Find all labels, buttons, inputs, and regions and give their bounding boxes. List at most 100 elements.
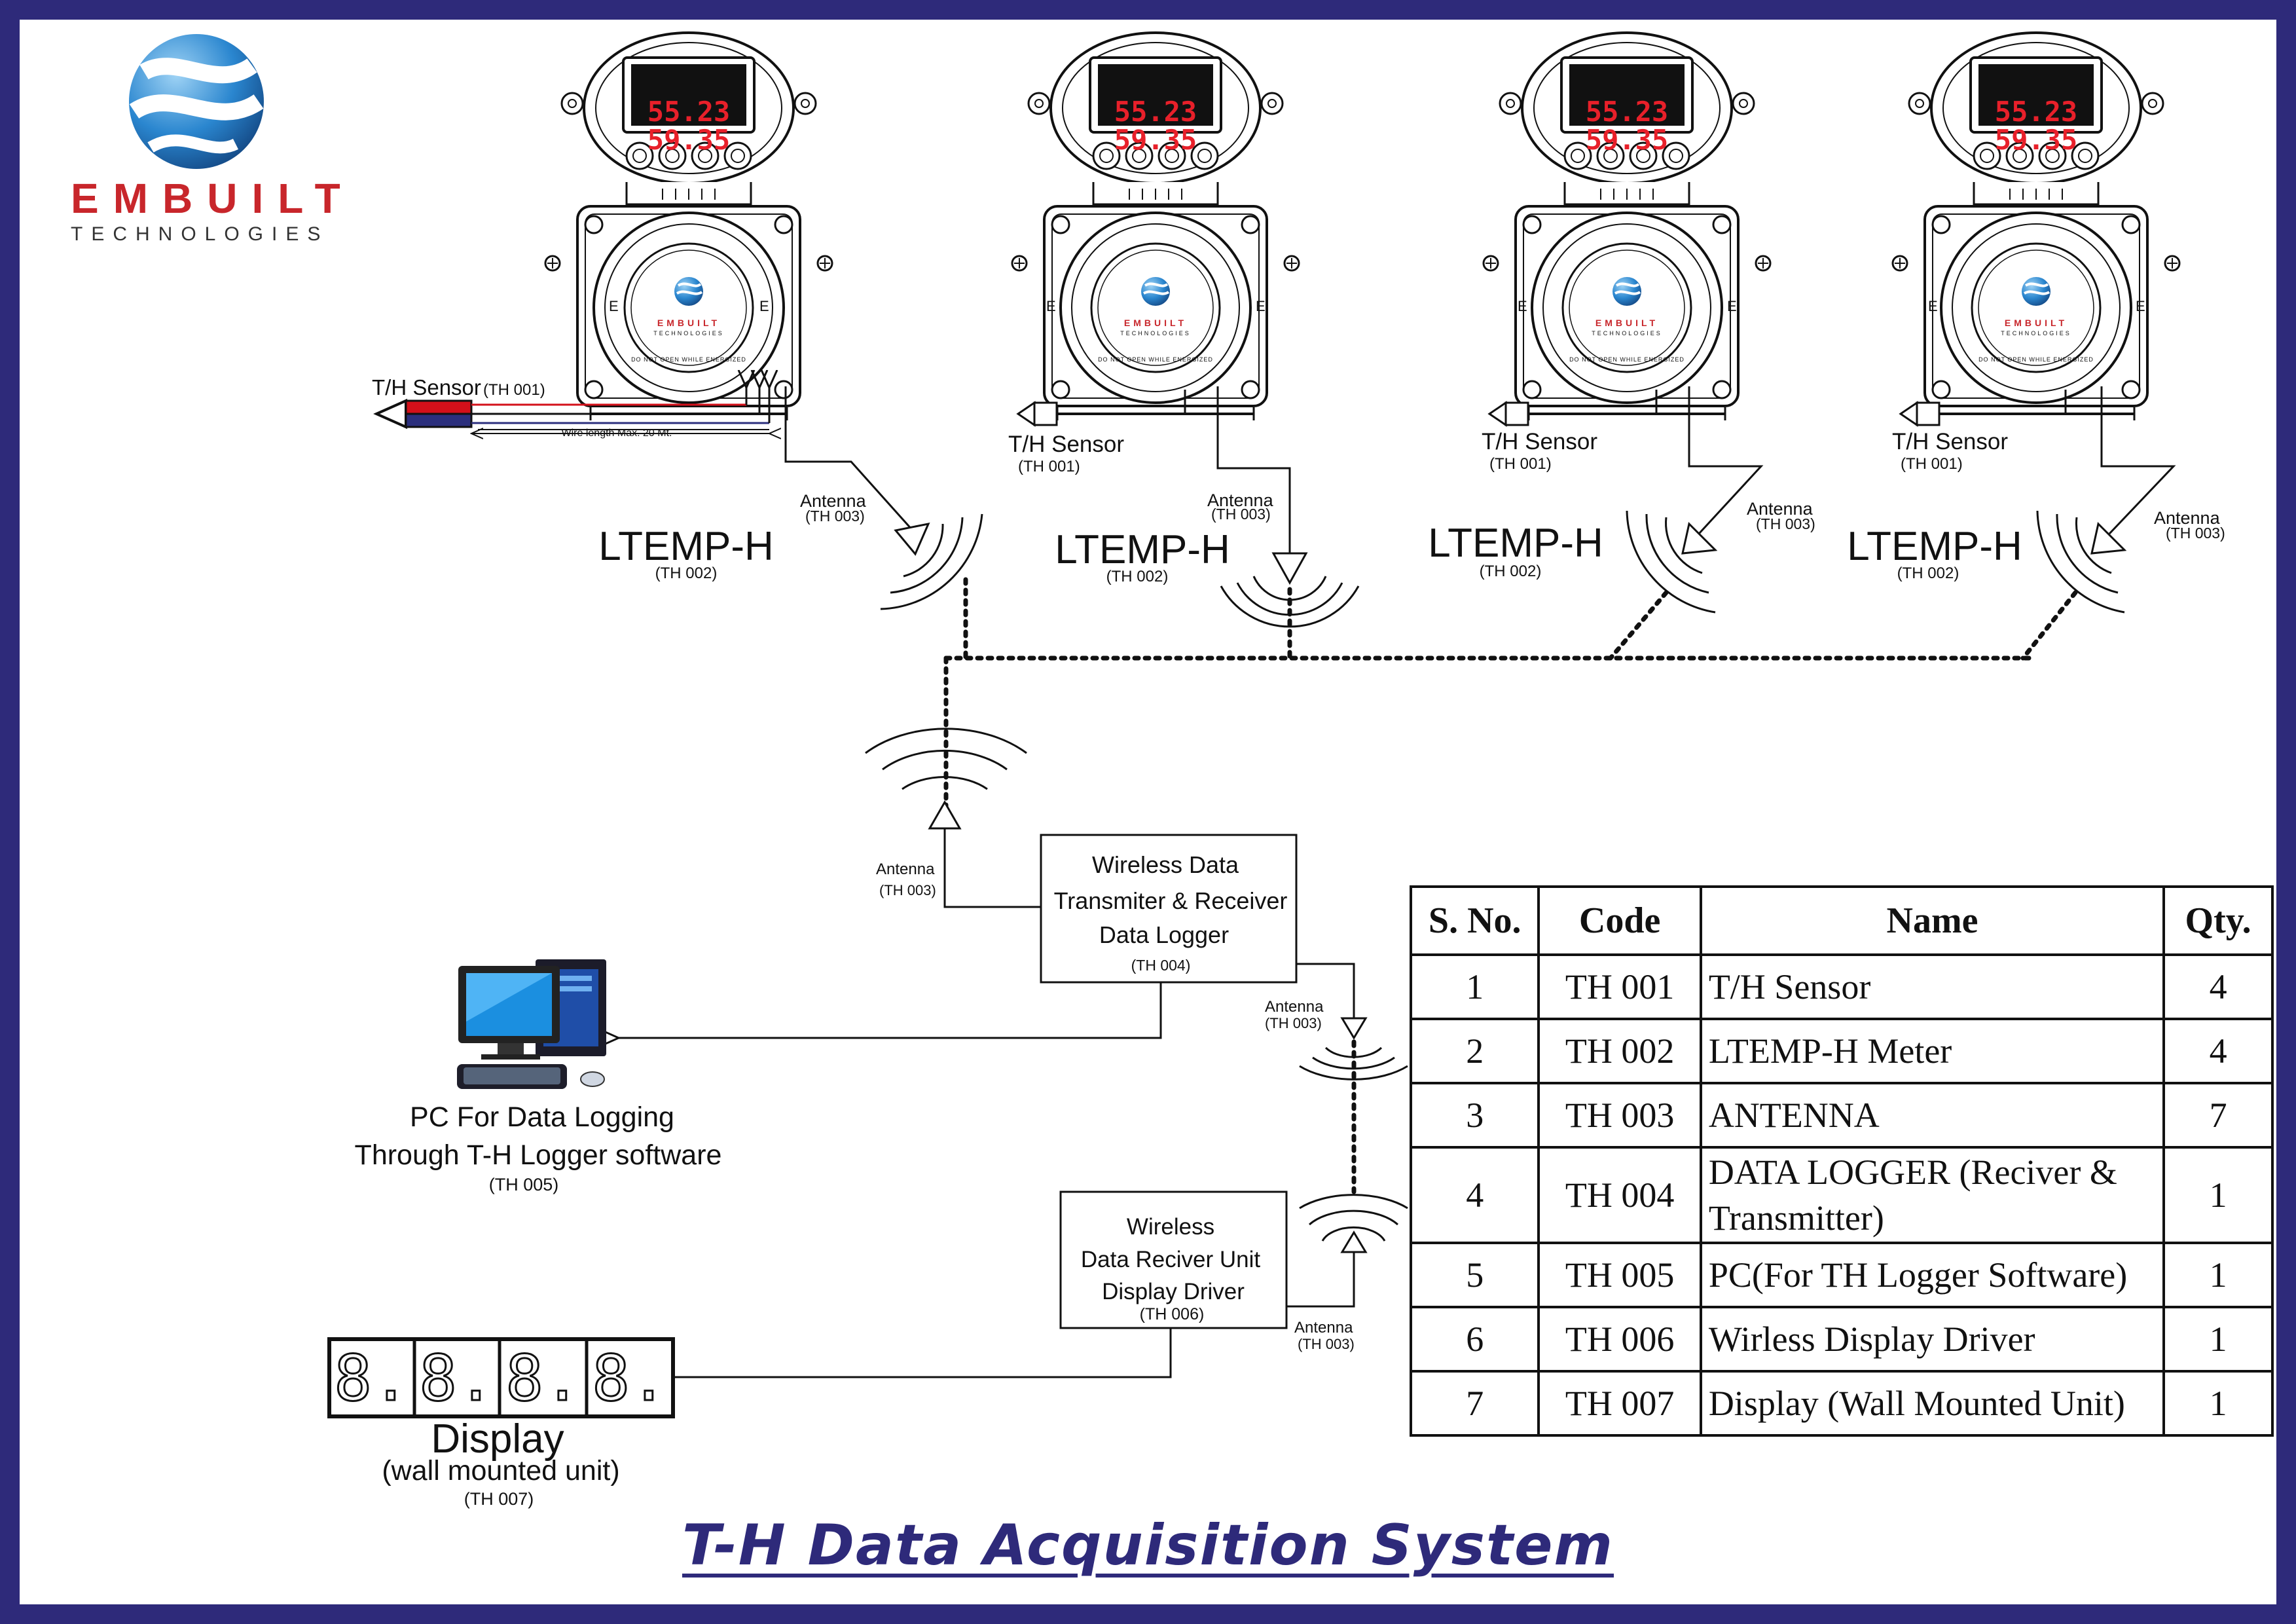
meter-warning: DO NOT OPEN WHILE ENERGIZED bbox=[1978, 356, 2094, 363]
earth-label: E bbox=[1928, 298, 1938, 314]
meter-4-readings: 55.23 59.35 bbox=[1995, 96, 2077, 156]
cell-qty: 1 bbox=[2162, 1370, 2274, 1437]
earth-label: E bbox=[1256, 298, 1266, 314]
logger-line2: Transmiter & Receiver bbox=[1054, 887, 1288, 914]
receiver-line2: Data Reciver Unit bbox=[1081, 1247, 1261, 1272]
sensor-2-probe: T/H Sensor (TH 001) bbox=[1008, 390, 1186, 475]
table-row: 7 TH 007 Display (Wall Mounted Unit) 1 bbox=[1409, 1370, 2274, 1437]
logger-antenna: Antenna (TH 003) bbox=[865, 728, 1041, 908]
receiver-line1: Wireless bbox=[1127, 1214, 1214, 1240]
cell-code: TH 005 bbox=[1537, 1242, 1702, 1308]
sensor-code: (TH 001) bbox=[1018, 458, 1080, 475]
display-driver: Wireless Data Reciver Unit Display Drive… bbox=[1059, 1190, 1288, 1329]
meter-reading-bottom: 59.35 bbox=[1586, 124, 1668, 156]
table-row: 5 TH 005 PC(For TH Logger Software) 1 bbox=[1409, 1242, 2274, 1308]
cell-qty: 4 bbox=[2162, 1018, 2274, 1084]
display-label: Display bbox=[431, 1416, 564, 1462]
brand-name: EMBUILT bbox=[71, 175, 355, 222]
display-code: (TH 007) bbox=[464, 1489, 534, 1509]
antenna-icon bbox=[1340, 1230, 1368, 1253]
meter-reading-bottom: 59.35 bbox=[1995, 124, 2077, 156]
logger-to-relay-line bbox=[1296, 963, 1355, 1018]
pc: PC For Data Logging Through T-H Logger s… bbox=[355, 959, 721, 1194]
sensor-tip-icon bbox=[373, 398, 407, 430]
meter-reading-bottom: 59.35 bbox=[647, 124, 730, 156]
sensor-label: T/H Sensor bbox=[1482, 429, 1597, 454]
cell-qty: 1 bbox=[2162, 1306, 2274, 1373]
meter-3-antenna: Antenna (TH 003) bbox=[1626, 386, 1815, 614]
cell-name: PC(For TH Logger Software) bbox=[1699, 1242, 2166, 1308]
brand-tagline: TECHNOLOGIES bbox=[71, 223, 329, 245]
sensor-1-probe: Wire length Max. 20 Mt. T/H Sensor (TH 0… bbox=[372, 375, 769, 439]
cell-name: T/H Sensor bbox=[1699, 953, 2166, 1020]
display-digit: 8. bbox=[419, 1342, 495, 1415]
receiver-code: (TH 006) bbox=[1140, 1305, 1205, 1323]
meter-2-readings: 55.23 59.35 bbox=[1114, 96, 1197, 156]
driver-to-display-line bbox=[668, 1328, 1172, 1377]
relay-antenna-2: Antenna (TH 003) bbox=[1286, 1194, 1408, 1352]
meter-model: LTEMP-H bbox=[1428, 521, 1603, 566]
cell-sno: 6 bbox=[1409, 1306, 1540, 1373]
antenna-icon bbox=[1340, 1017, 1368, 1040]
antenna-code: (TH 003) bbox=[2166, 525, 2225, 542]
earth-label: E bbox=[759, 298, 769, 314]
pc-code: (TH 005) bbox=[489, 1175, 559, 1194]
wireless-links bbox=[943, 577, 2078, 1194]
page-title-wrap: T-H Data Acquisition System bbox=[0, 1513, 2296, 1578]
cell-code: TH 001 bbox=[1537, 953, 1702, 1020]
meter-brand-name: EMBUILT bbox=[1124, 318, 1187, 328]
cell-sno: 3 bbox=[1409, 1082, 1540, 1149]
earth-label: E bbox=[1046, 298, 1056, 314]
meter-reading-top: 55.23 bbox=[647, 96, 730, 128]
antenna-label: Antenna bbox=[800, 491, 867, 511]
meter-warning: DO NOT OPEN WHILE ENERGIZED bbox=[631, 356, 746, 363]
cell-name: LTEMP-H Meter bbox=[1699, 1018, 2166, 1084]
antenna-code: (TH 003) bbox=[879, 882, 936, 898]
relay-antenna-1: Antenna (TH 003) bbox=[1265, 998, 1408, 1080]
receiver-line3: Display Driver bbox=[1102, 1279, 1245, 1304]
table-row: 4 TH 004 DATA LOGGER (Reciver & Transmit… bbox=[1409, 1146, 2274, 1244]
antenna-code: (TH 003) bbox=[1211, 506, 1271, 523]
sensor-label: T/H Sensor bbox=[372, 375, 481, 399]
component-table: S. No. Code Name Qty. 1 TH 001 T/H Senso… bbox=[1409, 885, 2274, 1437]
cell-qty: 1 bbox=[2162, 1242, 2274, 1308]
meter-code: (TH 002) bbox=[1106, 568, 1169, 585]
header-qty: Qty. bbox=[2162, 885, 2274, 956]
meter-model: LTEMP-H bbox=[1847, 524, 2022, 569]
meter-reading-top: 55.23 bbox=[1586, 96, 1668, 128]
sensor-label: T/H Sensor bbox=[1892, 429, 2008, 454]
meter-warning: DO NOT OPEN WHILE ENERGIZED bbox=[1098, 356, 1213, 363]
earth-label: E bbox=[2136, 298, 2145, 314]
table-row: 3 TH 003 ANTENNA 7 bbox=[1409, 1082, 2274, 1149]
meter-code: (TH 002) bbox=[1480, 563, 1542, 580]
pc-line1: PC For Data Logging bbox=[410, 1101, 674, 1133]
display-digit: 8. bbox=[592, 1342, 668, 1415]
meter-brand-name: EMBUILT bbox=[2005, 318, 2068, 328]
header-name: Name bbox=[1699, 885, 2166, 956]
cell-name: Display (Wall Mounted Unit) bbox=[1699, 1370, 2166, 1437]
cell-code: TH 006 bbox=[1537, 1306, 1702, 1373]
cell-code: TH 003 bbox=[1537, 1082, 1702, 1149]
meter-brand-name: EMBUILT bbox=[657, 318, 720, 328]
meter-2-antenna: Antenna (TH 003) bbox=[1207, 386, 1360, 628]
table-header-row: S. No. Code Name Qty. bbox=[1409, 885, 2274, 956]
logger-line1: Wireless Data bbox=[1092, 851, 1239, 878]
display-digit: 8. bbox=[505, 1342, 581, 1415]
table-row: 2 TH 002 LTEMP-H Meter 4 bbox=[1409, 1018, 2274, 1084]
antenna-code: (TH 003) bbox=[1265, 1015, 1322, 1031]
cell-name: DATA LOGGER (Reciver & Transmitter) bbox=[1699, 1146, 2166, 1244]
meter-reading-bottom: 59.35 bbox=[1114, 124, 1197, 156]
display-sub: (wall mounted unit) bbox=[382, 1455, 619, 1486]
antenna-icon bbox=[894, 522, 930, 556]
logger-line3: Data Logger bbox=[1099, 921, 1229, 948]
sensor-4-probe: T/H Sensor (TH 001) bbox=[1892, 390, 2067, 473]
display-digit: 8. bbox=[334, 1342, 410, 1415]
meter-4-antenna: Antenna (TH 003) bbox=[2036, 386, 2225, 614]
wire-length-note: Wire length Max. 20 Mt. bbox=[562, 428, 672, 439]
antenna-code: (TH 003) bbox=[1298, 1336, 1355, 1352]
antenna-label: Antenna bbox=[1747, 499, 1813, 519]
cell-qty: 4 bbox=[2162, 953, 2274, 1020]
meter-brand-labels: EMBUILT TECHNOLOGIES DO NOT OPEN WHILE E… bbox=[631, 318, 2094, 363]
antenna-code: (TH 003) bbox=[1756, 515, 1815, 532]
sensor-tip-icon bbox=[1016, 401, 1036, 427]
